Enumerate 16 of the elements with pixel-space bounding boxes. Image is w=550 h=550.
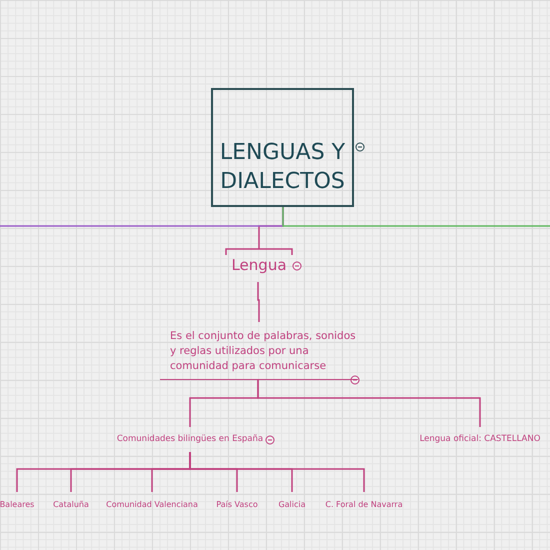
definition-text: Es el conjunto de palabras, sonidos y reglas utilizados por una comunidad para comunicarse [170, 329, 357, 374]
topic-title: LENGUAS Y DIALECTOS [218, 138, 346, 196]
topic-label: Lengua oficial: CASTELLANO [420, 434, 540, 446]
topic-label: Cataluña [53, 498, 89, 510]
topic-label: País Vasco [216, 498, 258, 510]
connector-line [257, 380, 481, 427]
connector-line [282, 207, 550, 227]
topic-label: Galicia [278, 498, 306, 510]
connector-line [257, 282, 260, 322]
topic-label: Baleares [0, 498, 34, 510]
topic-label: C. Foral de Navarra [325, 498, 403, 510]
topic-label: Lengua [231, 255, 287, 276]
topic-label: Comunidades bilingües en España [116, 434, 264, 446]
topic-box [211, 88, 354, 207]
connector-line [189, 452, 365, 492]
topic-label: Comunidad Valenciana [106, 498, 198, 510]
